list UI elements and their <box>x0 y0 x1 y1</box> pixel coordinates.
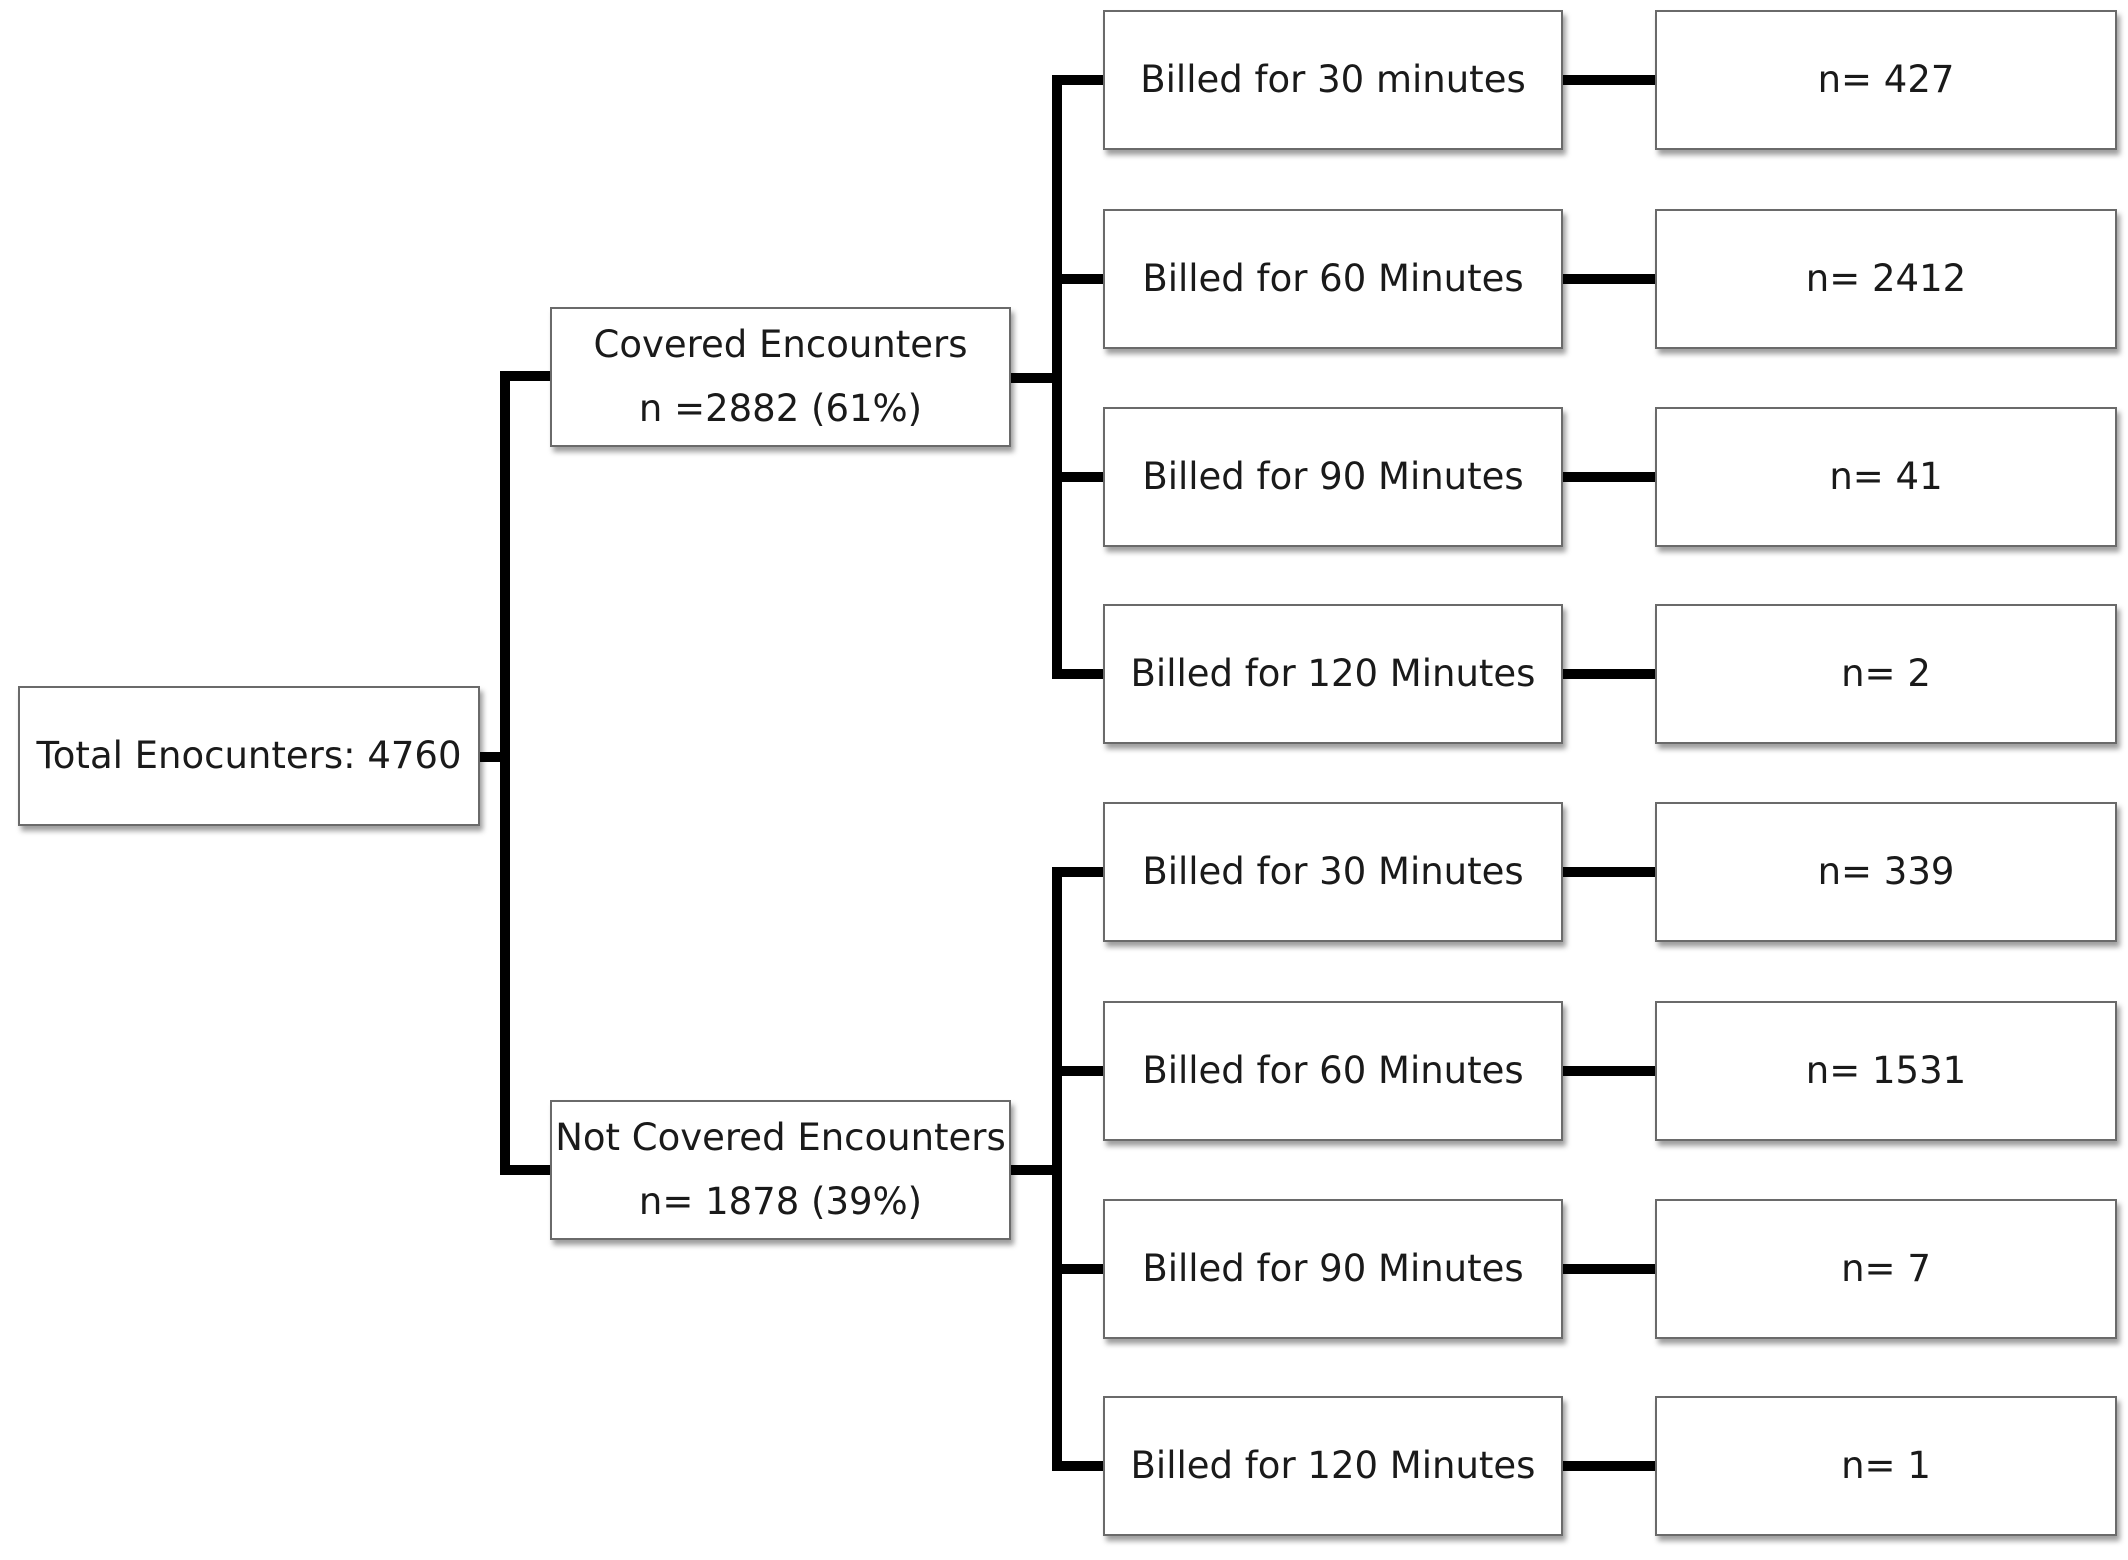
count-label: n= 1 <box>1841 1444 1931 1487</box>
count-box: n= 1 <box>1655 1396 2117 1536</box>
billing-box: Billed for 120 Minutes <box>1103 604 1563 744</box>
billing-box: Billed for 120 Minutes <box>1103 1396 1563 1536</box>
count-box: n= 7 <box>1655 1199 2117 1339</box>
count-box: n= 427 <box>1655 10 2117 150</box>
group-label: Not Covered Encounters <box>555 1116 1006 1159</box>
billing-label: Billed for 60 Minutes <box>1142 257 1524 300</box>
billing-label: Billed for 30 Minutes <box>1142 850 1524 893</box>
billing-box: Billed for 90 Minutes <box>1103 407 1563 547</box>
count-label: n= 427 <box>1817 58 1955 101</box>
group-box-not-covered: Not Covered Encounters n= 1878 (39%) <box>550 1100 1011 1240</box>
count-label: n= 41 <box>1829 455 1943 498</box>
count-label: n= 2412 <box>1805 257 1967 300</box>
group-count: n= 1878 (39%) <box>638 1180 923 1223</box>
billing-box: Billed for 60 Minutes <box>1103 1001 1563 1141</box>
billing-box: Billed for 30 Minutes <box>1103 802 1563 942</box>
billing-box: Billed for 60 Minutes <box>1103 209 1563 349</box>
group-box-covered: Covered Encounters n =2882 (61%) <box>550 307 1011 447</box>
billing-label: Billed for 60 Minutes <box>1142 1049 1524 1092</box>
root-label: Total Enocunters: 4760 <box>36 734 462 777</box>
billing-box: Billed for 30 minutes <box>1103 10 1563 150</box>
count-label: n= 2 <box>1841 652 1931 695</box>
billing-box: Billed for 90 Minutes <box>1103 1199 1563 1339</box>
count-box: n= 339 <box>1655 802 2117 942</box>
billing-label: Billed for 90 Minutes <box>1142 455 1524 498</box>
count-box: n= 2412 <box>1655 209 2117 349</box>
group-label: Covered Encounters <box>593 323 968 366</box>
count-box: n= 1531 <box>1655 1001 2117 1141</box>
count-label: n= 7 <box>1841 1247 1931 1290</box>
group-count: n =2882 (61%) <box>638 387 923 430</box>
billing-label: Billed for 120 Minutes <box>1130 1444 1536 1487</box>
count-label: n= 1531 <box>1805 1049 1967 1092</box>
billing-label: Billed for 120 Minutes <box>1130 652 1536 695</box>
count-box: n= 2 <box>1655 604 2117 744</box>
billing-label: Billed for 30 minutes <box>1140 58 1526 101</box>
count-box: n= 41 <box>1655 407 2117 547</box>
root-box: Total Enocunters: 4760 <box>18 686 480 826</box>
count-label: n= 339 <box>1817 850 1955 893</box>
billing-label: Billed for 90 Minutes <box>1142 1247 1524 1290</box>
